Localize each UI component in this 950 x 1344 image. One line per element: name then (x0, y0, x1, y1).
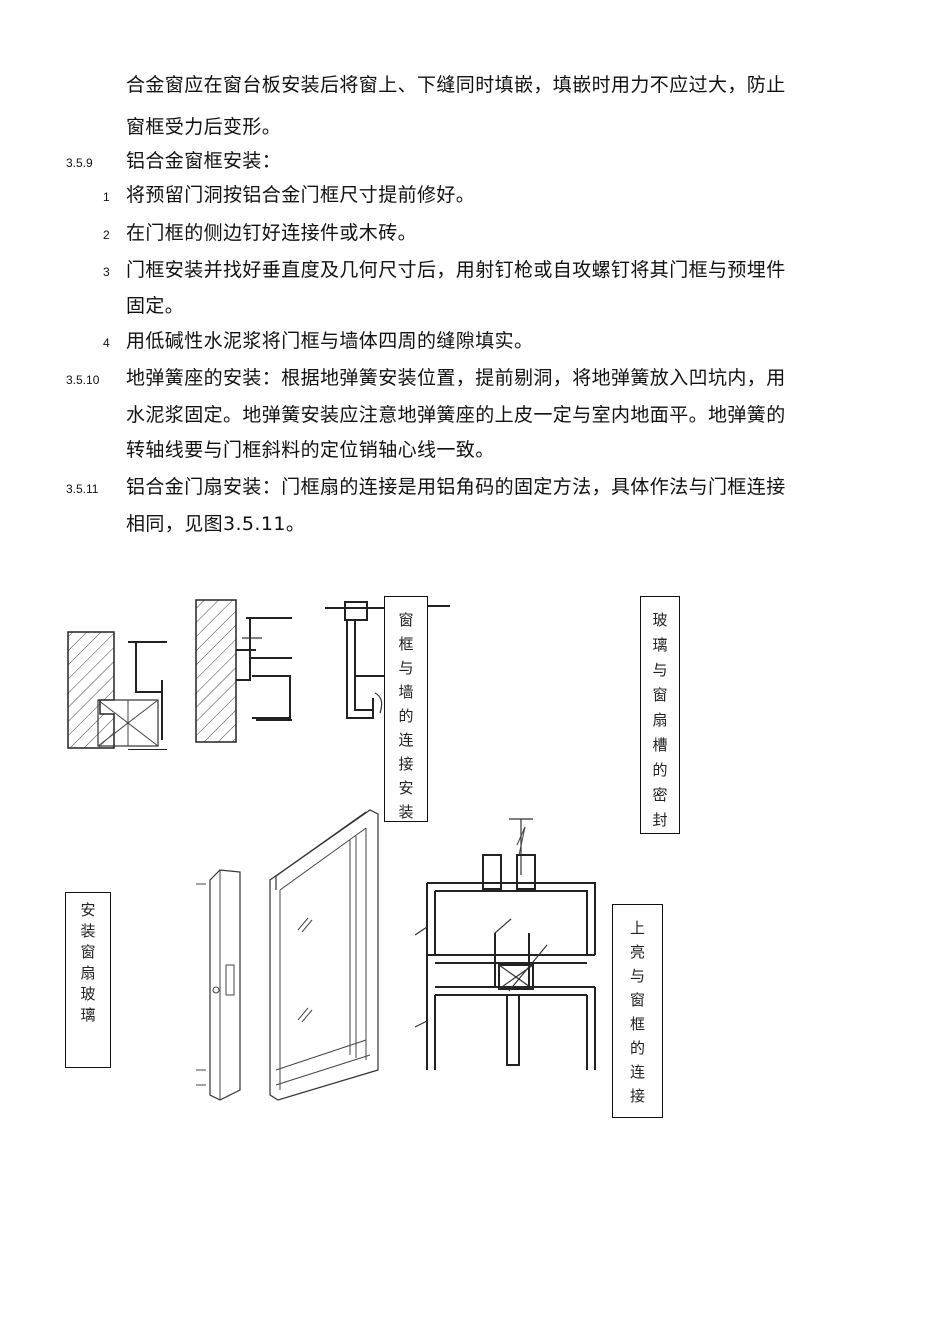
item-number: 4 (103, 336, 110, 350)
item-number: 1 (103, 190, 110, 204)
frame-wall-section-2-drawing (195, 599, 292, 743)
label-char: 亮 (629, 943, 645, 961)
paragraph-line: 相同，见图3.5.11。 (126, 513, 306, 535)
label-char: 的 (398, 707, 414, 725)
label-transom-frame-connection: 上 亮 与 窗 框 的 连 接 (612, 904, 663, 1118)
label-char: 连 (629, 1063, 645, 1081)
paragraph-line: 转轴线要与门框斜料的定位销轴心线一致。 (126, 439, 495, 461)
label-char: 窗 (652, 686, 668, 704)
label-char: 墙 (398, 683, 414, 701)
paragraph-line: 用低碱性水泥浆将门框与墙体四周的缝隙填实。 (126, 330, 534, 352)
label-char: 装 (80, 922, 96, 940)
label-char: 窗 (629, 991, 645, 1009)
paragraph-line: 在门框的侧边钉好连接件或木砖。 (126, 222, 418, 244)
label-char: 的 (652, 761, 668, 779)
section-heading: 铝合金窗框安装： (126, 150, 282, 172)
paragraph-line: 合金窗应在窗台板安装后将窗上、下缝同时填嵌，填嵌时用力不应过大，防止 (126, 74, 786, 96)
label-char: 封 (652, 811, 668, 829)
label-char: 接 (629, 1087, 645, 1105)
label-char: 安 (80, 901, 96, 919)
label-char: 安 (398, 779, 414, 797)
label-char: 框 (629, 1015, 645, 1033)
label-char: 与 (629, 967, 645, 985)
label-char: 与 (398, 659, 414, 677)
paragraph-line: 水泥浆固定。地弹簧安装应注意地弹簧座的上皮一定与室内地面平。地弹簧的 (126, 404, 786, 426)
paragraph-line: 窗框受力后变形。 (126, 116, 282, 138)
paragraph-line: 将预留门洞按铝合金门框尺寸提前修好。 (126, 184, 476, 206)
label-char: 扇 (80, 964, 96, 982)
label-char: 密 (652, 786, 668, 804)
paragraph-line: 门框安装并找好垂直度及几何尺寸后，用射钉枪或自攻螺钉将其门框与预埋件 (126, 259, 786, 281)
label-char: 与 (652, 661, 668, 679)
section-number: 3.5.9 (66, 156, 93, 170)
paragraph-line: 铝合金门扇安装：门框扇的连接是用铝角码的固定方法，具体作法与门框连接 (126, 476, 786, 498)
label-char: 窗 (80, 943, 96, 961)
item-number: 3 (103, 265, 110, 279)
label-char: 玻 (652, 611, 668, 629)
paragraph-line: 固定。 (126, 295, 185, 317)
paragraph-line: 地弹簧座的安装：根据地弹簧安装位置，提前剔洞，将地弹簧放入凹坑内，用 (126, 367, 786, 389)
label-frame-wall-connection: 窗 框 与 墙 的 连 接 安 装 (384, 596, 428, 822)
sash-glass-install-drawing (196, 809, 379, 1101)
section-number: 3.5.10 (66, 373, 100, 387)
label-char: 扇 (652, 711, 668, 729)
label-char: 璃 (80, 1006, 96, 1024)
label-char: 连 (398, 731, 414, 749)
frame-wall-section-1-drawing (67, 631, 167, 750)
label-char: 玻 (80, 985, 96, 1003)
label-char: 框 (398, 635, 414, 653)
label-char: 的 (629, 1039, 645, 1057)
section-number: 3.5.11 (66, 482, 99, 496)
label-glass-sash-seal: 玻 璃 与 窗 扇 槽 的 密 封 (640, 596, 680, 834)
label-char: 璃 (652, 636, 668, 654)
transom-frame-section-drawing (415, 818, 596, 1070)
label-install-sash-glass: 安 装 窗 扇 玻 璃 (65, 892, 111, 1068)
label-char: 窗 (398, 611, 414, 629)
label-char: 槽 (652, 736, 668, 754)
label-char: 上 (629, 919, 645, 937)
label-char: 接 (398, 755, 414, 773)
label-char: 装 (398, 803, 414, 821)
item-number: 2 (103, 228, 110, 242)
